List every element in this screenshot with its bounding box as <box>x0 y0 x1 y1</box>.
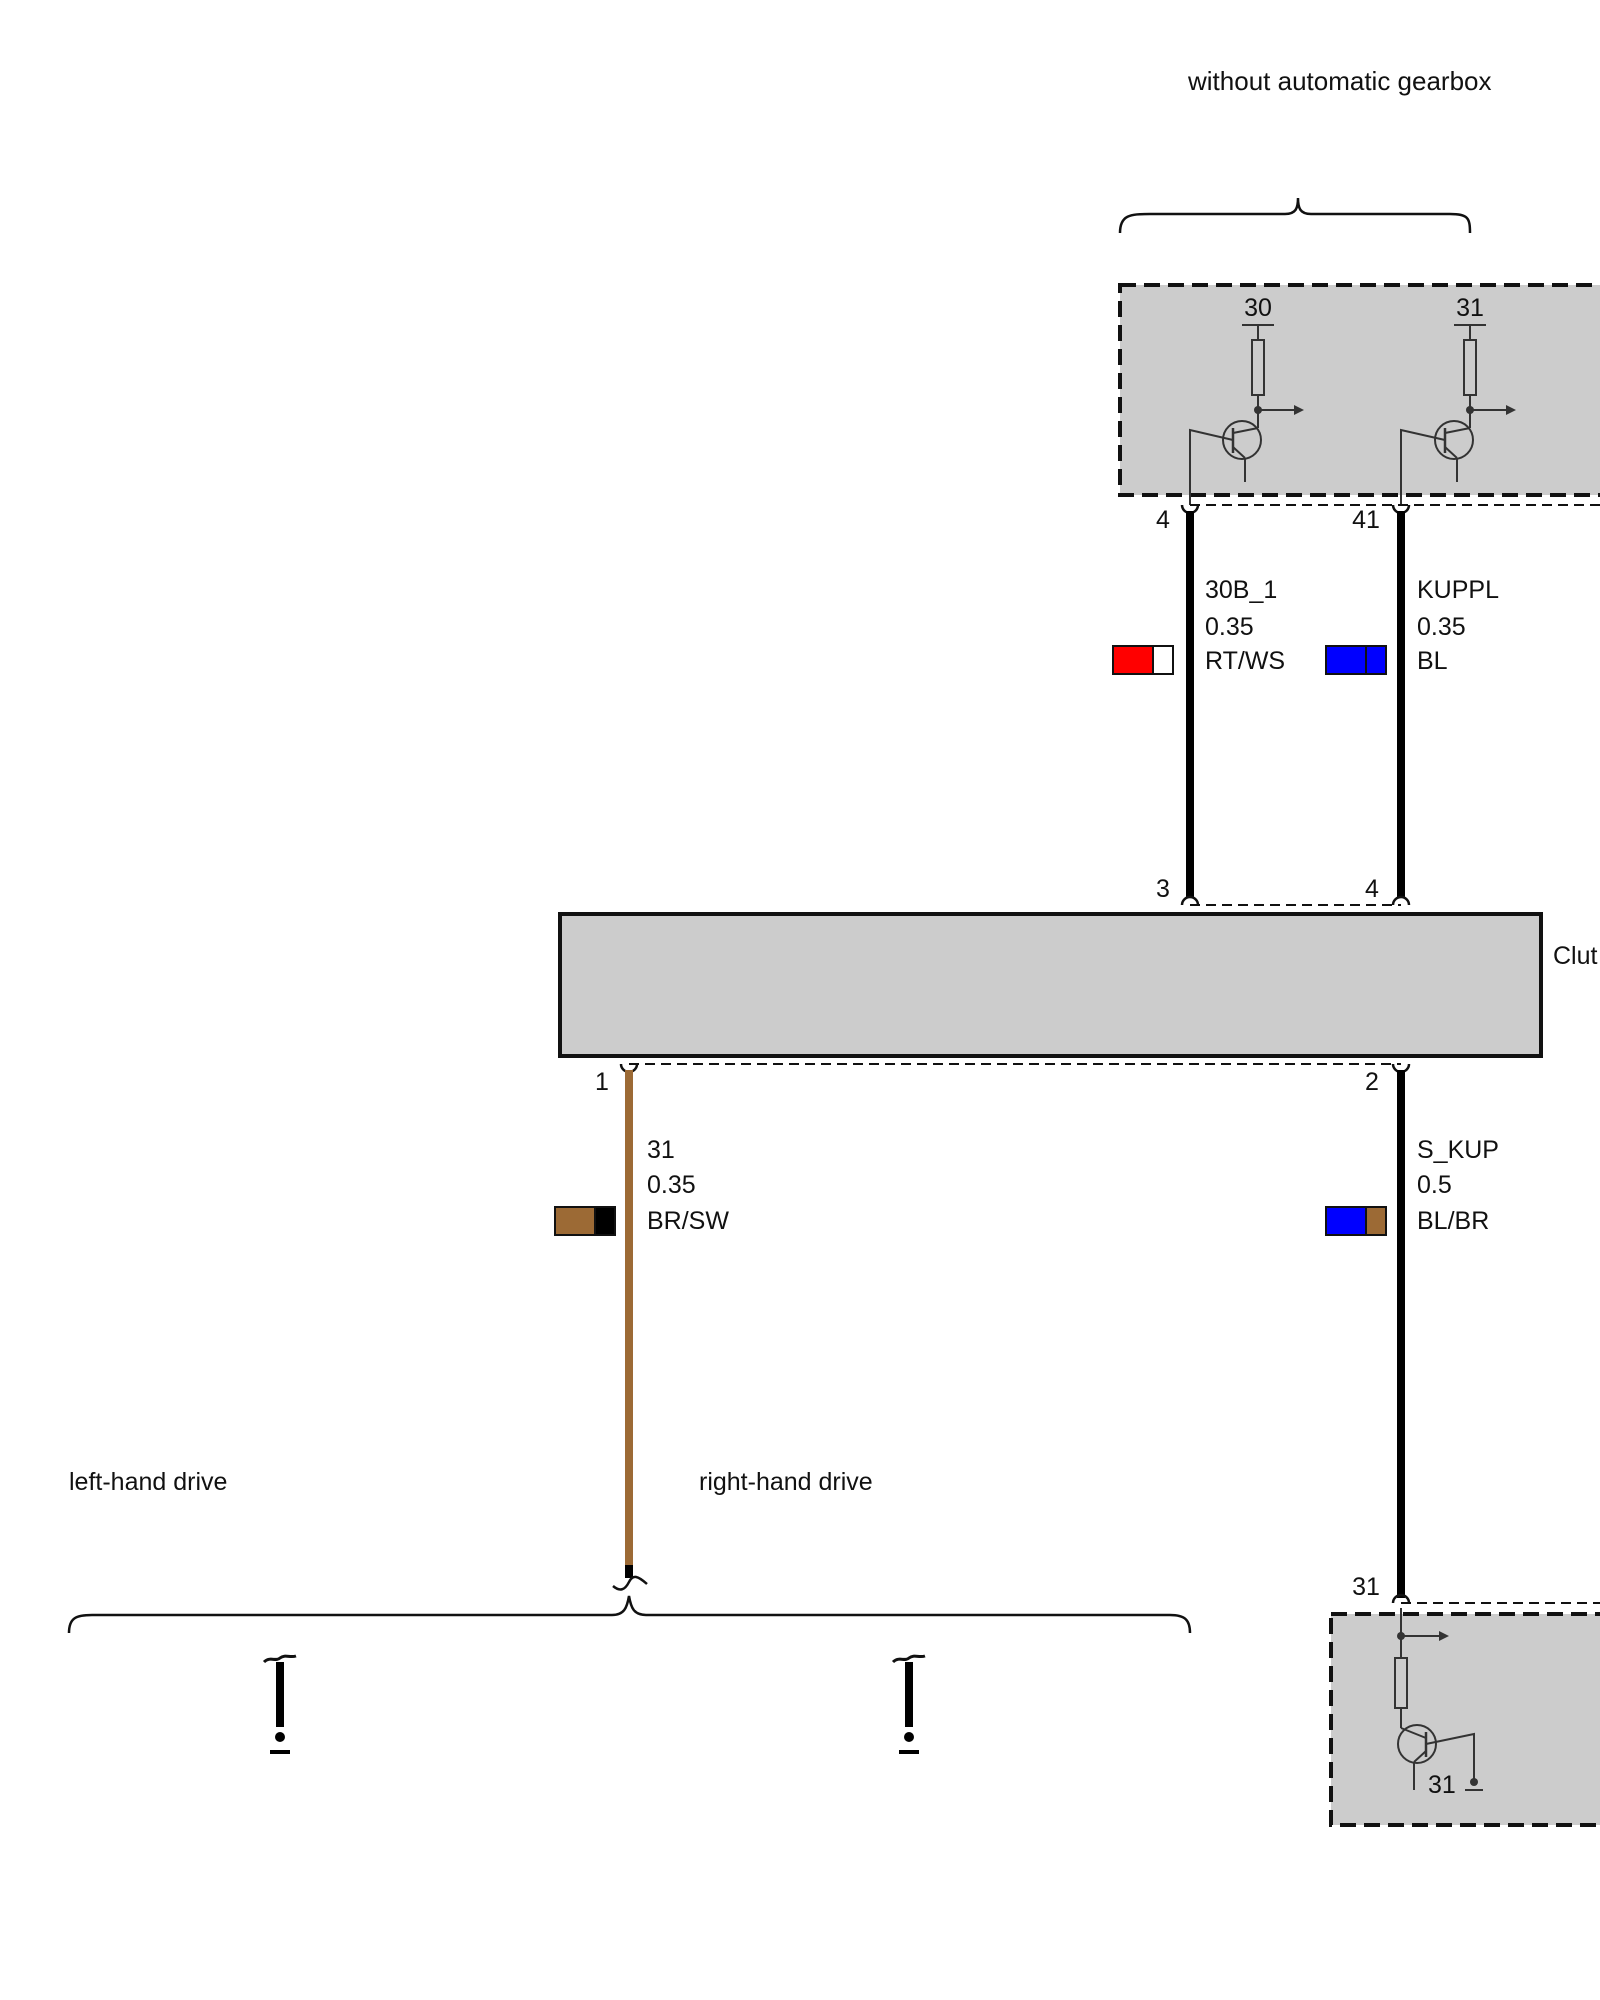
bottom-control-module[interactable]: 31 <box>1329 1608 1600 1827</box>
wire-signal-label: 31 <box>647 1136 675 1164</box>
ground-point-right-hand-drive[interactable] <box>891 1654 926 1754</box>
wire-size-label: 0.5 <box>1417 1171 1452 1199</box>
wire-color-swatch <box>1325 1206 1387 1236</box>
variant-label: without automatic gearbox <box>1187 66 1492 96</box>
pin-socket <box>1180 895 1200 906</box>
wire-break-symbol <box>612 1575 648 1591</box>
transistor-symbol <box>1397 1724 1437 1764</box>
wire-signal-label: S_KUP <box>1417 1136 1499 1164</box>
top-control-module[interactable]: 30 31 <box>1118 283 1600 506</box>
pin-label: 4 <box>1156 506 1170 534</box>
left-hand-drive-label: left-hand drive <box>69 1468 227 1496</box>
supply-30-label: 30 <box>1244 294 1272 322</box>
wire-color-swatch <box>1325 645 1387 675</box>
supply-31-label: 31 <box>1456 294 1484 322</box>
clutch-module-box[interactable] <box>558 912 1543 1058</box>
transistor-symbol <box>1434 420 1474 460</box>
high-side-driver-circuit: 30 <box>1189 294 1304 505</box>
pin-label: 31 <box>1352 1573 1380 1601</box>
wire-signal-label: KUPPL <box>1417 576 1499 604</box>
clutch-module-label: Clut <box>1553 942 1598 970</box>
pin-label: 3 <box>1156 875 1170 903</box>
top-variant-brace <box>1118 197 1472 234</box>
wire-size-label: 0.35 <box>647 1171 696 1199</box>
right-hand-drive-label: right-hand drive <box>699 1468 873 1496</box>
ground-31-label: 31 <box>1428 1771 1456 1799</box>
top-module-box <box>1118 283 1600 497</box>
wire-size-label: 0.35 <box>1417 613 1466 641</box>
pin-label: 2 <box>1365 1068 1379 1096</box>
pin-socket <box>1391 895 1411 906</box>
pin-label: 4 <box>1365 875 1379 903</box>
wire-color-swatch <box>1112 645 1174 675</box>
bottom-module-box <box>1329 1612 1600 1827</box>
wire-color-swatch <box>554 1206 616 1236</box>
low-side-driver-circuit: 31 <box>1400 294 1516 505</box>
wire-size-label: 0.35 <box>1205 613 1254 641</box>
wire-color-code: BL/BR <box>1417 1207 1489 1235</box>
wire-signal-label: 30B_1 <box>1205 576 1277 604</box>
wire-color-code: BL <box>1417 647 1448 675</box>
pin-label: 41 <box>1352 506 1380 534</box>
ground-point-left-hand-drive[interactable] <box>262 1654 297 1754</box>
transistor-symbol <box>1222 420 1262 460</box>
wire-color-code: BR/SW <box>647 1207 729 1235</box>
drive-variant-brace <box>67 1595 1192 1634</box>
pin-label: 1 <box>595 1068 609 1096</box>
wire-color-code: RT/WS <box>1205 647 1285 675</box>
pin-socket <box>1391 1593 1411 1604</box>
